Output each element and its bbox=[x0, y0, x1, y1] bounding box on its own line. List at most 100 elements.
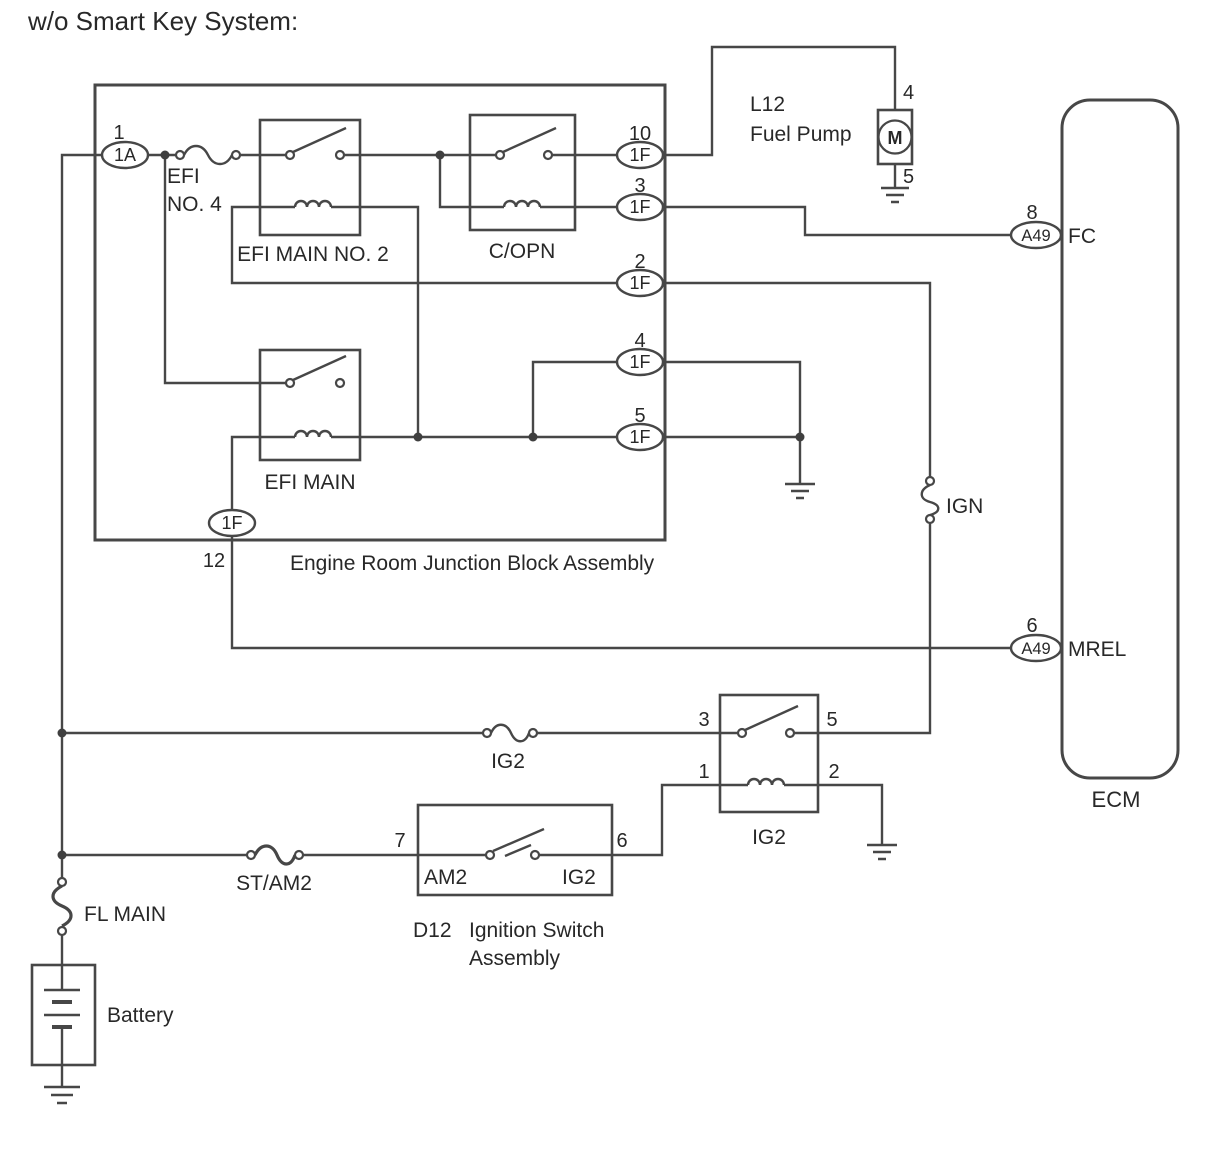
ignition-switch-d12 bbox=[416, 803, 614, 897]
relay-ig2 bbox=[718, 693, 820, 814]
relay-efi-main-label: EFI MAIN bbox=[264, 471, 355, 494]
link-terminal bbox=[245, 849, 257, 861]
relay-coil-icon bbox=[293, 199, 333, 208]
fuse-efi-label-line1: EFI bbox=[167, 165, 200, 188]
connector-a49-fc-code: A49 bbox=[1021, 227, 1050, 245]
ignition-switch-blade-icon bbox=[492, 827, 545, 853]
ground-bars bbox=[881, 186, 909, 204]
fuse-efi-no4-icon bbox=[174, 144, 242, 166]
wire-1f10-to-fuel-pump bbox=[663, 45, 897, 157]
ground-icon-fuel-pump bbox=[881, 186, 909, 204]
relay-switch-icon bbox=[292, 126, 347, 154]
wire-1f3-to-fc bbox=[663, 205, 1011, 237]
wire-branch-to-efi-main bbox=[163, 155, 286, 385]
link-wave bbox=[253, 844, 297, 866]
pin-5-label: 5 bbox=[634, 405, 645, 427]
fuse-terminal bbox=[481, 727, 493, 739]
junction-dot bbox=[413, 432, 423, 442]
fuse-terminal bbox=[230, 149, 242, 161]
d12-terminal-ig2: IG2 bbox=[562, 866, 596, 889]
connector-1f3-oval bbox=[615, 192, 665, 222]
d12-name-line1: Ignition Switch bbox=[469, 919, 604, 942]
d12-terminal-am2: AM2 bbox=[424, 866, 467, 889]
connector-1f4-code: 1F bbox=[629, 352, 650, 372]
ecm-fc-terminal: FC bbox=[1068, 225, 1096, 248]
ig2-relay-pin-3: 3 bbox=[698, 709, 709, 731]
d12-name-line2: Assembly bbox=[469, 947, 561, 970]
connectors: 1A 1F 1F 1F 1F 1F 1F A49 A49 bbox=[100, 140, 1063, 663]
wire-efimain-coil-to-1f12 bbox=[230, 435, 295, 510]
motor-letter: M bbox=[888, 128, 903, 148]
battery-cell-icon bbox=[52, 1000, 72, 1029]
relay-switch-icon bbox=[502, 126, 557, 154]
ground-icon-battery bbox=[44, 1085, 80, 1105]
wire-1f4-to-ground bbox=[663, 360, 802, 437]
wire-no2-coil-right bbox=[331, 205, 420, 437]
pin-2-label: 2 bbox=[634, 251, 645, 273]
wire-ig2-coil-to-ground bbox=[784, 783, 884, 845]
ground-bars bbox=[785, 482, 815, 500]
fuse-ig2-icon bbox=[481, 723, 539, 743]
page-title: w/o Smart Key System: bbox=[27, 6, 298, 36]
battery bbox=[30, 963, 97, 1087]
junction-dots bbox=[57, 150, 805, 860]
battery-outline bbox=[30, 963, 97, 1067]
ignition-switch-outline bbox=[416, 803, 614, 897]
relay-efi-main bbox=[258, 348, 362, 462]
junction-dot bbox=[160, 150, 170, 160]
motor-icon bbox=[877, 119, 913, 155]
link-terminal bbox=[56, 876, 68, 888]
wire-copn-coil-left bbox=[438, 155, 504, 209]
relay-contact bbox=[542, 149, 554, 161]
fuse-ign-icon bbox=[920, 475, 940, 525]
wire-1f12-to-mrel bbox=[230, 536, 1011, 650]
connector-1f5-oval bbox=[615, 422, 665, 452]
ecm-mrel-terminal: MREL bbox=[1068, 638, 1126, 661]
connector-a49-mrel-code: A49 bbox=[1021, 640, 1050, 658]
switch-contact bbox=[529, 849, 541, 861]
battery-label: Battery bbox=[107, 1004, 174, 1027]
labels: w/o Smart Key System: 1 EFI NO. 4 EFI MA… bbox=[27, 6, 1140, 1027]
wire-no2-coil-to-1f2 bbox=[230, 205, 617, 285]
fuse-terminal bbox=[924, 513, 936, 525]
relay-contact bbox=[284, 149, 296, 161]
st-am2-label: ST/AM2 bbox=[236, 872, 312, 895]
relay-outline bbox=[258, 118, 362, 237]
relay-c-opn bbox=[468, 113, 577, 232]
wire-1f4-left bbox=[531, 360, 617, 437]
relay-outline bbox=[468, 113, 577, 232]
fuse-terminal bbox=[924, 475, 936, 487]
ecm-label: ECM bbox=[1092, 787, 1141, 812]
relay-coil-icon bbox=[293, 429, 333, 438]
ecm-fc-pin: 8 bbox=[1026, 202, 1037, 224]
junction-block-label: Engine Room Junction Block Assembly bbox=[290, 552, 655, 575]
wire-d12-to-ig2-coil bbox=[539, 783, 748, 857]
wire-1f5-to-ground bbox=[663, 435, 802, 484]
link-terminal bbox=[293, 849, 305, 861]
connector-1f3-code: 1F bbox=[629, 197, 650, 217]
ig2-relay-label: IG2 bbox=[752, 826, 786, 849]
ground-bars bbox=[44, 1085, 80, 1105]
wire-ign-fuse-to-ig2-relay bbox=[794, 523, 932, 735]
relay-c-opn-label: C/OPN bbox=[489, 240, 556, 263]
fuse-efi-label-line2: NO. 4 bbox=[167, 193, 222, 216]
fusible-link-fl-main-icon bbox=[51, 876, 73, 937]
connector-1f12-code: 1F bbox=[221, 513, 242, 533]
connector-a49-fc-oval bbox=[1009, 220, 1063, 250]
relay-contact bbox=[334, 149, 346, 161]
pin-12-label: 12 bbox=[203, 550, 225, 572]
junction-dot bbox=[795, 432, 805, 442]
fuse-wave bbox=[182, 144, 234, 166]
ignition-switch-key-icon bbox=[504, 843, 532, 858]
relay-efi-main-no2 bbox=[258, 118, 362, 237]
wire-battery-bus bbox=[60, 153, 103, 878]
relay-efi-main-no2-label: EFI MAIN NO. 2 bbox=[237, 243, 389, 266]
connector-1f2-oval bbox=[615, 268, 665, 298]
connector-1f5-code: 1F bbox=[629, 427, 650, 447]
d12-pin-7: 7 bbox=[394, 830, 405, 852]
fuse-wave bbox=[489, 723, 531, 743]
fuse-terminal bbox=[174, 149, 186, 161]
ig2-relay-pin-1: 1 bbox=[698, 761, 709, 783]
relay-outline bbox=[718, 693, 820, 814]
